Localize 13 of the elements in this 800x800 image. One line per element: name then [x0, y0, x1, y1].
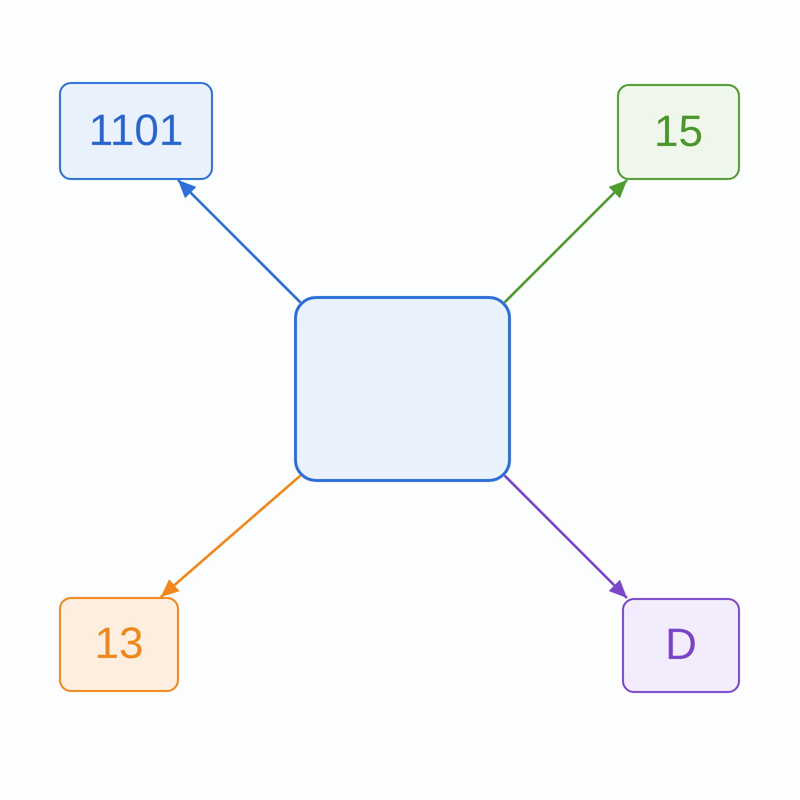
value-text: 1101	[88, 106, 184, 156]
value-text: 13	[94, 620, 144, 669]
value-card	[617, 84, 740, 180]
value-card	[59, 82, 213, 180]
value-card	[59, 597, 179, 692]
value-text: 15	[654, 108, 703, 156]
arrow	[504, 179, 628, 304]
value-card	[622, 598, 740, 693]
value-text: D	[665, 621, 697, 670]
arrow	[504, 474, 628, 599]
arrow	[177, 179, 302, 304]
arrow	[160, 474, 302, 598]
empty-rounded-rectangle	[294, 296, 511, 482]
